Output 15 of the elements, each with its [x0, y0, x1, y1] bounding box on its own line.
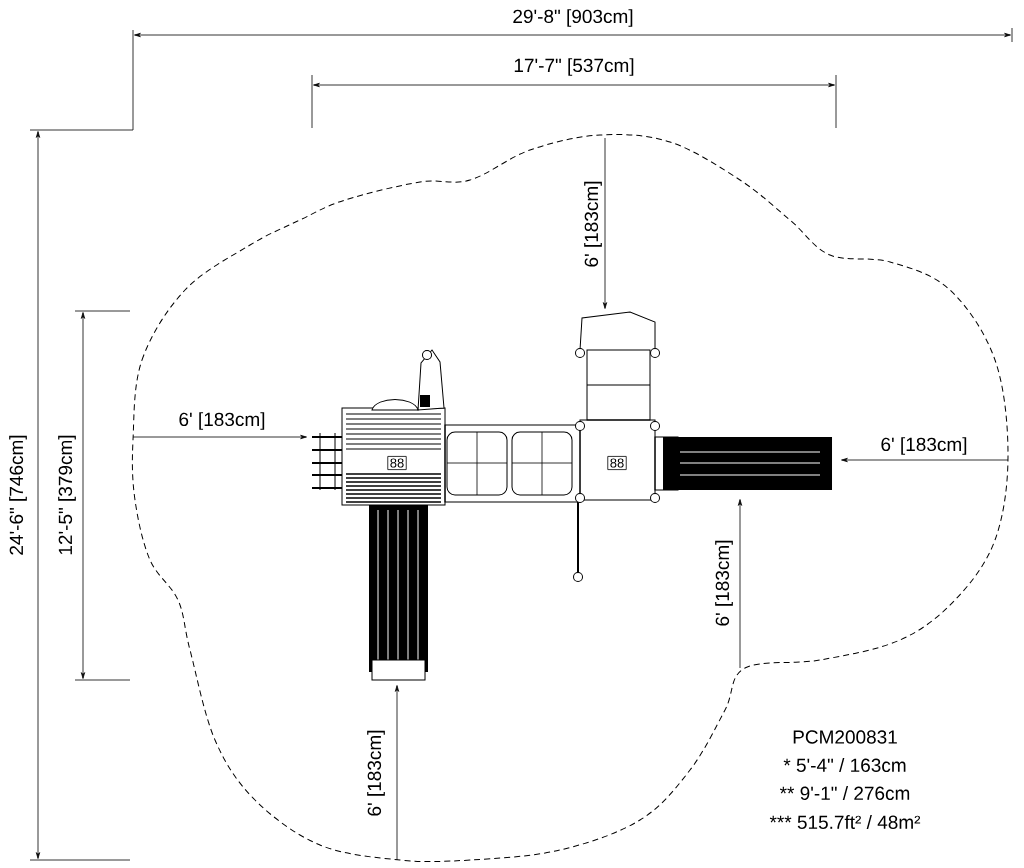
note-text: ** 9'-1" / 276cm: [779, 786, 910, 800]
dimension-label: 29'-8" [903cm]: [513, 9, 633, 27]
dimension-label: 6' [183cm]: [367, 730, 385, 816]
deck-height-box: 88: [387, 456, 407, 470]
dimension-label: 6' [183cm]: [881, 437, 967, 455]
dimension-label: 6' [183cm]: [179, 412, 265, 430]
dimension-label: 12'-5" [379cm]: [58, 435, 76, 555]
dimension-label: 6' [183cm]: [584, 181, 602, 267]
deck-height-box: 88: [607, 456, 627, 470]
note-text: *** 515.7ft² / 48m²: [769, 815, 921, 829]
dimension-label: 24'-6" [746cm]: [9, 435, 27, 555]
model-number: PCM200831: [793, 730, 897, 744]
dimension-label: 6' [183cm]: [715, 540, 733, 626]
dimension-label: 17'-7" [537cm]: [514, 58, 634, 76]
note-text: * 5'-4" / 163cm: [783, 758, 906, 772]
